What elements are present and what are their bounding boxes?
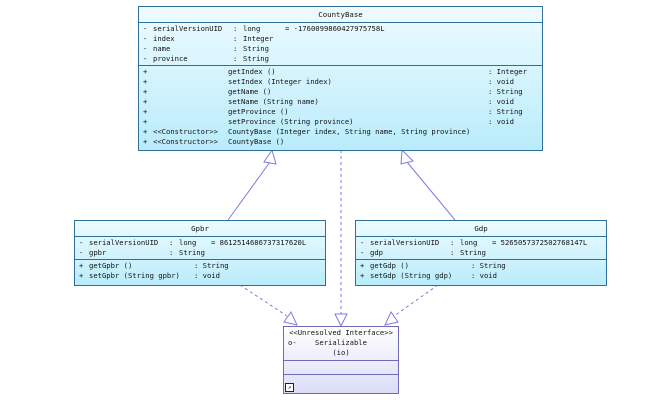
gpbr-generalization-arrowhead [263,148,277,165]
interface-name: Serializable [315,338,367,347]
operation-row: +getIndex (): Integer [143,67,527,76]
operation-row: +getGdp (): String [360,261,506,270]
class-gdp[interactable]: Gdp -serialVersionUID:long= 526505737250… [355,220,607,286]
gpbr-realization-arrowhead [283,311,298,326]
class-countybase[interactable]: CountyBase -serialVersionUID:long= -1760… [138,6,543,151]
interface-serializable-attributes [284,361,398,375]
gdp-realization-line [393,284,439,317]
gdp-realization-arrowhead [384,311,399,326]
county-realization-arrowhead [334,313,348,328]
class-gpbr-attributes: -serialVersionUID:long= 8612514686737317… [75,237,325,260]
class-gpbr-title: Gpbr [75,221,325,237]
interface-name-row: o- Serializable [284,338,398,348]
class-countybase-title: CountyBase [139,7,542,23]
gpbr-realization-line [239,284,288,317]
class-gpbr-operations: +getGpbr (): String +setGpbr (String gpb… [75,260,325,282]
interface-serializable-operations [284,375,398,385]
attribute-row: -gpbr:String [79,248,205,257]
gdp-generalization-line [406,161,456,221]
operation-row: +getName (): String [143,87,523,96]
attribute-row: -serialVersionUID:long= 5265057372502768… [360,238,588,247]
class-gdp-operations: +getGdp (): String +setGdp (String gdp):… [356,260,606,282]
attribute-row: -index:Integer [143,34,274,43]
operation-row: +setProvince (String province): void [143,117,514,126]
attribute-row: -serialVersionUID:long= 8612514686737317… [79,238,307,247]
interface-package: (io) [332,348,350,357]
class-gdp-title: Gdp [356,221,606,237]
interface-stereotype: <<Unresolved Interface>> [289,328,393,337]
interface-serializable[interactable]: <<Unresolved Interface>> o- Serializable… [283,326,399,394]
attribute-row: -name:String [143,44,269,53]
interface-serializable-header: <<Unresolved Interface>> o- Serializable… [284,327,398,361]
class-gpbr[interactable]: Gpbr -serialVersionUID:long= 86125146867… [74,220,326,286]
class-gdp-attributes: -serialVersionUID:long= 5265057372502768… [356,237,606,260]
operation-row: +<<Constructor>>CountyBase (Integer inde… [143,127,471,136]
operation-row: +getProvince (): String [143,107,523,116]
shortcut-arrow-icon: ↗ [285,383,294,392]
operation-row: +<<Constructor>>CountyBase () [143,137,285,146]
attribute-row: -gdp:String [360,248,486,257]
class-countybase-attributes: -serialVersionUID:long= -176009986042797… [139,23,542,66]
attribute-row: -serialVersionUID:long= -176009986042797… [143,24,385,33]
operation-row: +setName (String name): void [143,97,514,106]
class-countybase-operations: +getIndex (): Integer +setIndex (Integer… [139,66,542,148]
attribute-row: -province:String [143,54,269,63]
gpbr-generalization-line [227,161,271,221]
operation-row: +setGpbr (String gpbr): void [79,271,220,280]
gdp-generalization-arrowhead [400,148,414,165]
operation-row: +getGpbr (): String [79,261,229,270]
interface-lollipop-icon: o- [288,338,297,347]
operation-row: +setGdp (String gdp): void [360,271,497,280]
operation-row: +setIndex (Integer index): void [143,77,514,86]
